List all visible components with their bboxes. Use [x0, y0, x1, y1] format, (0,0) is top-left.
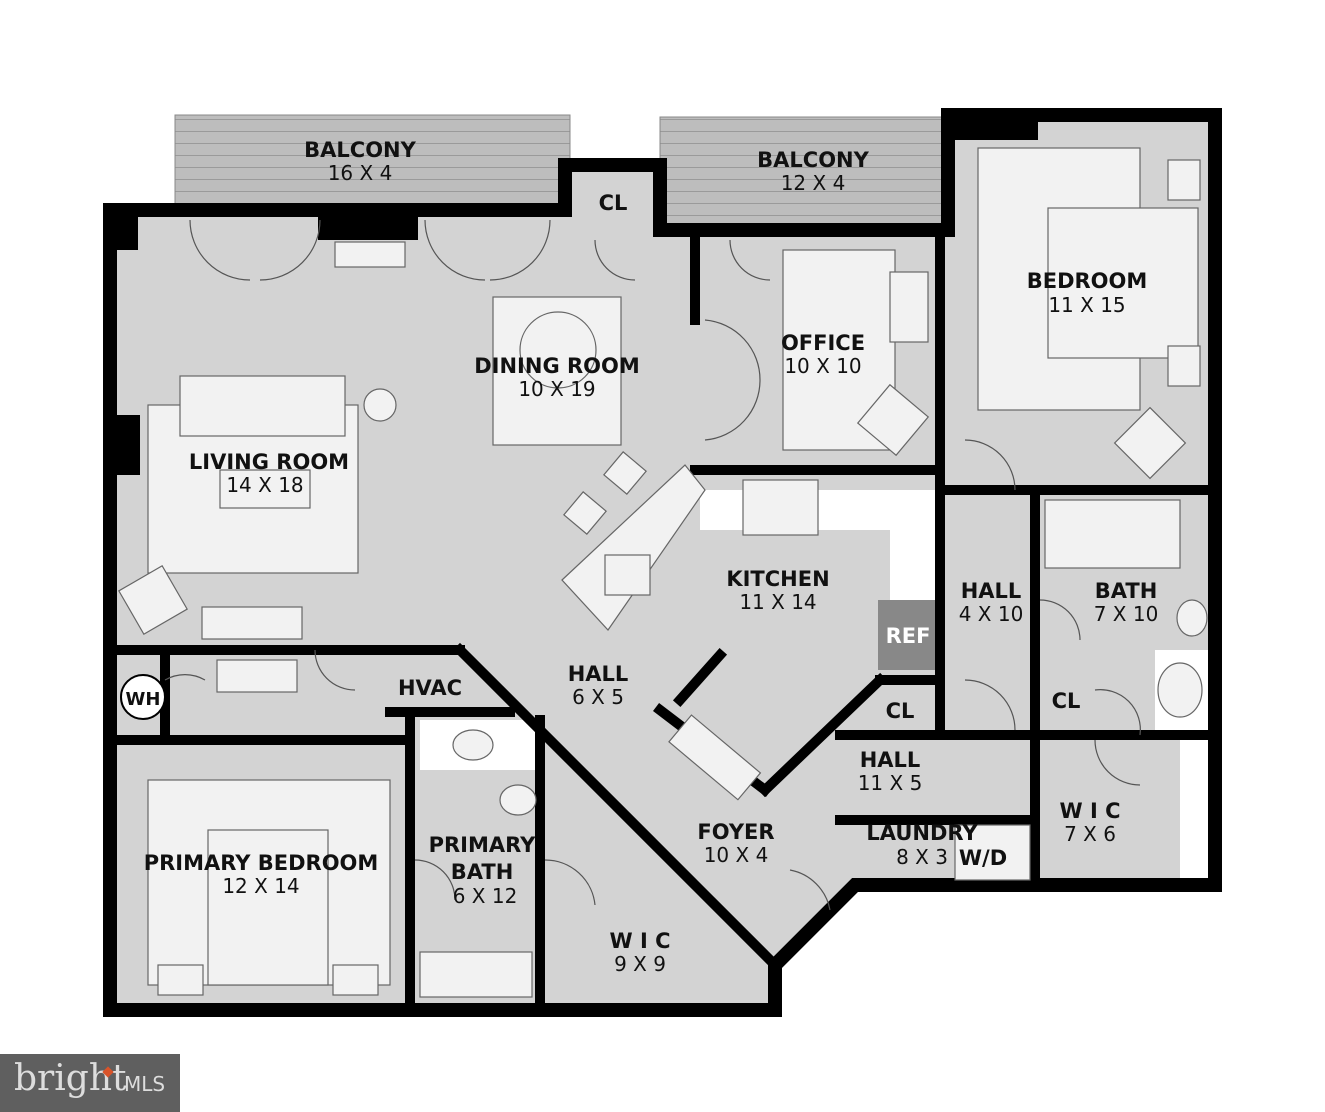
- balcony-right-dim: 12 X 4: [781, 171, 846, 195]
- wic-right-dim: 7 X 6: [1064, 822, 1116, 846]
- wic-bottom-label: W I C: [609, 929, 670, 953]
- logo-suffix: MLS: [124, 1072, 166, 1096]
- dining-room-label: DINING ROOM: [474, 354, 640, 378]
- bedroom-label: BEDROOM: [1027, 269, 1148, 293]
- wic-right-label: W I C: [1059, 799, 1120, 823]
- wic-bottom-dim: 9 X 9: [614, 952, 666, 976]
- exterior-wall: [103, 108, 1222, 1017]
- wic-shelf: [1180, 740, 1208, 880]
- interior-walls: [105, 225, 1220, 1005]
- balcony-left-dim: 16 X 4: [328, 161, 393, 185]
- furniture: [118, 147, 1208, 998]
- laundry-dim: 8 X 3: [896, 845, 948, 869]
- closet-mid-label: CL: [886, 699, 915, 723]
- hvac-label: HVAC: [398, 676, 462, 700]
- foyer-label: FOYER: [697, 820, 774, 844]
- closet-right-label: CL: [1052, 689, 1081, 713]
- laundry-label: LAUNDRY: [866, 821, 978, 845]
- room-labels: BALCONY 16 X 4 BALCONY 12 X 4 CL DINING …: [126, 138, 1159, 976]
- hall-center-label: HALL: [568, 662, 629, 686]
- water-heater-label: WH: [126, 689, 161, 710]
- bedroom-dim: 11 X 15: [1048, 293, 1125, 317]
- hall-right-dim: 4 X 10: [959, 602, 1024, 626]
- hall-center-dim: 6 X 5: [572, 685, 624, 709]
- closet-top-label: CL: [599, 191, 628, 215]
- primary-bedroom-dim: 12 X 14: [222, 874, 299, 898]
- primary-bath-label-2: BATH: [451, 860, 514, 884]
- hall-small-label: HALL: [860, 748, 921, 772]
- office-label: OFFICE: [781, 331, 865, 355]
- washer-dryer-label: W/D: [959, 846, 1007, 870]
- kitchen-label: KITCHEN: [726, 567, 829, 591]
- balcony-right-label: BALCONY: [757, 148, 869, 172]
- refrigerator-label: REF: [886, 624, 931, 648]
- hall-right-label: HALL: [961, 579, 1022, 603]
- kitchen-counter: [890, 490, 935, 600]
- hall-small-dim: 11 X 5: [858, 771, 923, 795]
- office-dim: 10 X 10: [784, 354, 861, 378]
- logo-brand: bright: [14, 1058, 127, 1099]
- balcony-deck-left: [174, 114, 571, 211]
- primary-bath-dim: 6 X 12: [453, 884, 518, 908]
- bright-mls-logo: bright MLS: [0, 1054, 180, 1112]
- door-swings: [164, 219, 1141, 911]
- living-room-dim: 14 X 18: [226, 473, 303, 497]
- balcony-deck-right: [659, 116, 946, 228]
- foyer-dim: 10 X 4: [704, 843, 769, 867]
- living-room-label: LIVING ROOM: [189, 450, 349, 474]
- balcony-left-label: BALCONY: [304, 138, 416, 162]
- dining-room-dim: 10 X 19: [518, 377, 595, 401]
- kitchen-dim: 11 X 14: [739, 590, 816, 614]
- bath-dim: 7 X 10: [1094, 602, 1159, 626]
- bath-label: BATH: [1095, 579, 1158, 603]
- primary-bedroom-label: PRIMARY BEDROOM: [144, 851, 379, 875]
- primary-bath-label: PRIMARY: [429, 833, 537, 857]
